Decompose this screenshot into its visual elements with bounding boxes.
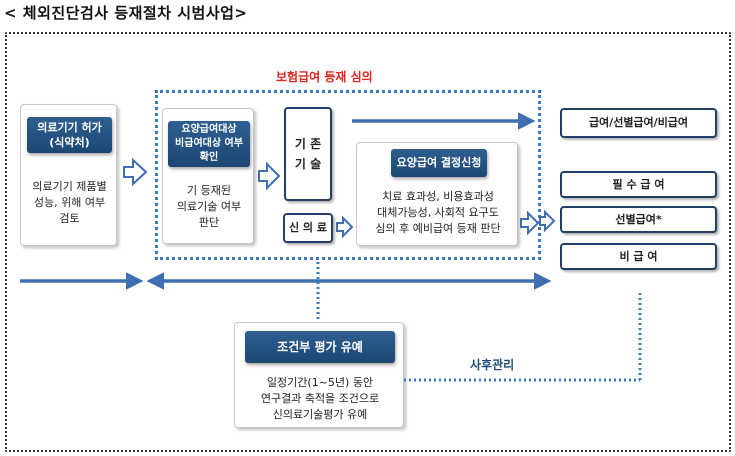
device-approval-body-line3: 검토 (59, 212, 80, 225)
decision-panel: 요양급여 결정신청 치료 효과성, 비용효과성 대체가능성, 사회적 요구도 심… (356, 142, 518, 246)
device-approval-body-line1: 의료기기 제품별 (32, 180, 107, 193)
device-approval-header-line2: (식약처) (49, 136, 90, 149)
followup-label: 사후관리 (470, 358, 515, 372)
hollow-arrow-2-icon (258, 161, 281, 191)
existing-tech-line2: 기 술 (294, 157, 322, 171)
eligibility-header: 요양급여대상 비급여대상 여부 확인 (168, 121, 250, 167)
conditional-body-line2: 연구결과 축적을 조건으로 (260, 392, 380, 405)
conditional-header: 조건부 평가 유예 (245, 331, 395, 363)
eligibility-body-line3: 판단 (198, 216, 220, 229)
conditional-body-line1: 일정기간(1~5년) 동안 (266, 376, 374, 389)
decision-body-line3: 심의 후 예비급여 등재 판단 (375, 222, 501, 235)
outcome-selective-box: 선별급여* (560, 206, 717, 233)
hollow-arrow-1-icon (123, 157, 148, 187)
hollow-arrow-3-icon (336, 215, 354, 239)
device-approval-header: 의료기기 허가 (식약처) (27, 117, 112, 153)
device-approval-body: 의료기기 제품별 성능, 위해 여부 검토 (21, 179, 118, 227)
eligibility-body-line1: 기 등재된 (187, 184, 231, 197)
device-approval-header-line1: 의료기기 허가 (37, 121, 102, 134)
device-approval-panel: 의료기기 허가 (식약처) 의료기기 제품별 성능, 위해 여부 검토 (20, 104, 117, 246)
outcome-non-covered-box: 비 급 여 (560, 243, 717, 270)
page-title: < 체외진단검사 등재절차 시범사업> (4, 4, 248, 22)
new-tech-box: 신 의 료 (283, 213, 333, 243)
eligibility-header-line2: 비급여대상 여부 (175, 138, 243, 149)
hollow-arrow-5-icon (539, 209, 556, 233)
outcome-required-box: 필 수 급 여 (560, 171, 717, 198)
eligibility-header-line1: 요양급여대상 (181, 124, 237, 135)
eligibility-panel: 요양급여대상 비급여대상 여부 확인 기 등재된 의료기술 여부 판단 (162, 108, 254, 244)
insurance-review-label: 보험급여 등재 심의 (276, 70, 373, 84)
eligibility-body: 기 등재된 의료기술 여부 판단 (163, 183, 255, 231)
existing-tech-line1: 기 존 (294, 137, 322, 151)
existing-tech-box: 기 존 기 술 (284, 107, 332, 201)
conditional-body: 일정기간(1~5년) 동안 연구결과 축적을 조건으로 신의료기술평가 유예 (235, 375, 405, 423)
decision-body-line2: 대체가능성, 사회적 요구도 (377, 206, 499, 219)
decision-header: 요양급여 결정신청 (391, 149, 487, 177)
outer-frame (5, 32, 731, 452)
conditional-panel: 조건부 평가 유예 일정기간(1~5년) 동안 연구결과 축적을 조건으로 신의… (234, 322, 404, 428)
decision-body-line1: 치료 효과성, 비용효과성 (382, 190, 494, 203)
eligibility-header-line3: 확인 (199, 152, 219, 163)
eligibility-body-line2: 의료기술 여부 (176, 200, 242, 213)
outcome-all-box: 급여/선별급여/비급여 (560, 108, 717, 138)
decision-body: 치료 효과성, 비용효과성 대체가능성, 사회적 요구도 심의 후 예비급여 등… (357, 189, 519, 237)
device-approval-body-line2: 성능, 위해 여부 (33, 196, 106, 209)
hollow-arrow-4-icon (520, 210, 540, 236)
conditional-body-line3: 신의료기술평가 유예 (272, 408, 368, 421)
insurance-review-region (155, 90, 541, 260)
